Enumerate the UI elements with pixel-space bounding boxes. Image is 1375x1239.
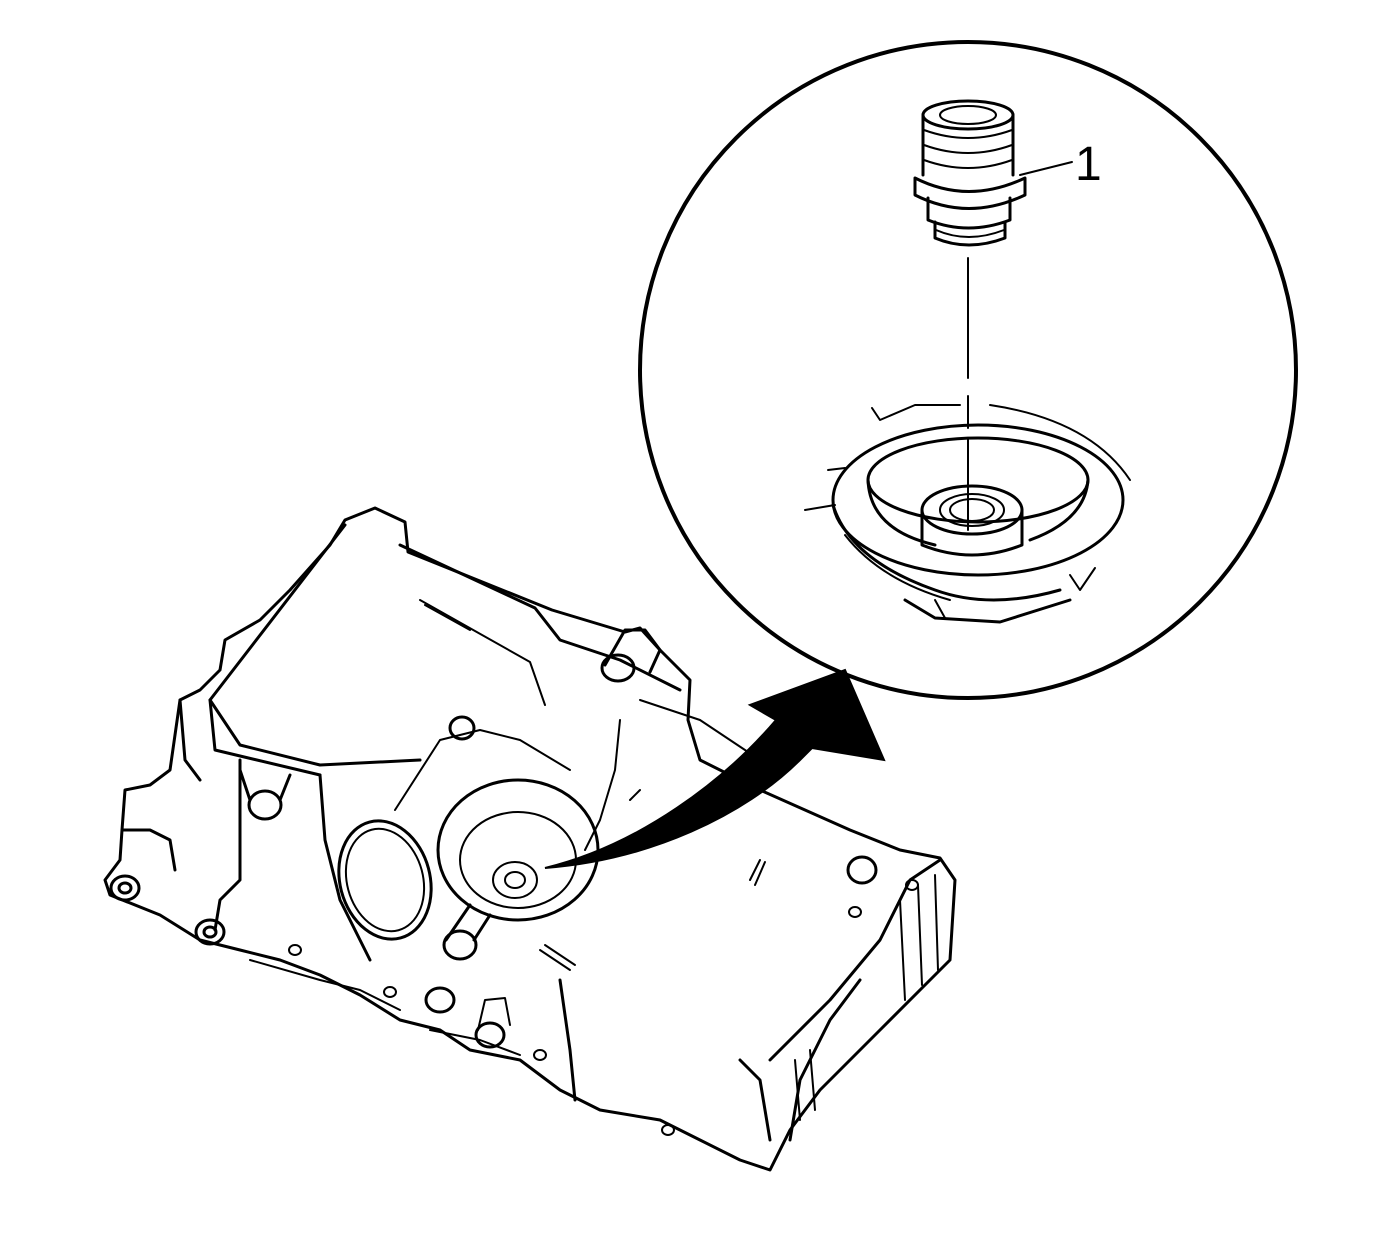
direction-arrow-icon <box>544 668 886 869</box>
callout-label-1: 1 <box>1075 138 1102 191</box>
drain-port <box>804 404 1131 624</box>
detail-view: 1 <box>804 99 1131 624</box>
oil-pan-assembly <box>103 506 957 1172</box>
plug-fitting-icon <box>913 99 1027 247</box>
detail-circle <box>638 40 1298 700</box>
